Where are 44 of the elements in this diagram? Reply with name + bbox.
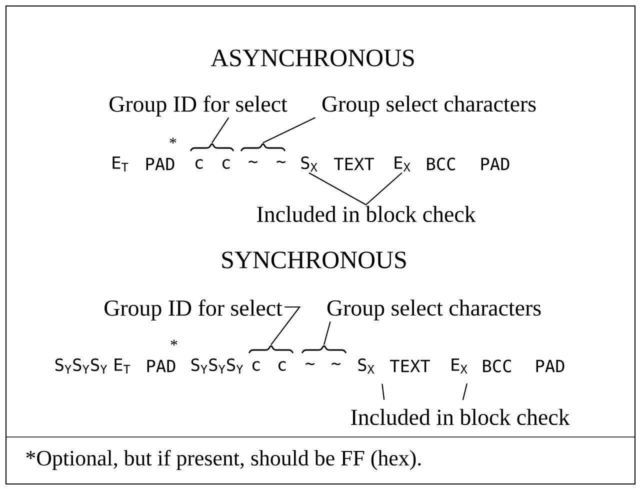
brace — [190, 144, 234, 152]
leader-line — [462, 383, 468, 400]
footnote: *Optional, but if present, should be FF (hex). — [26, 450, 421, 470]
control-character: S$_{X}$ — [358, 358, 374, 374]
section-heading: SYNCHRONOUS — [222, 252, 406, 268]
leader-line — [212, 117, 230, 144]
message-token: c — [196, 159, 203, 169]
message-token: c — [278, 361, 286, 371]
brace — [240, 143, 286, 152]
leader-line — [323, 321, 331, 345]
annotation-label: Group select characters — [327, 300, 541, 320]
asterisk-mark: * — [170, 138, 176, 144]
message-token: E$_{T}$ — [114, 358, 130, 374]
message-token: BCC — [427, 158, 455, 170]
annotation-label: Included in block check — [257, 206, 476, 222]
leader-line — [366, 172, 402, 206]
message-token: S$_{Y}$S$_{Y}$S$_{Y}$ — [55, 358, 108, 374]
message-token: ~ — [248, 160, 258, 164]
annotation-label: Group ID for select — [104, 299, 282, 320]
brace — [248, 345, 294, 354]
message-token: PAD — [481, 158, 510, 170]
message-token: c — [222, 159, 230, 169]
annotation-label: Included in block check — [351, 408, 570, 426]
message-token: BCC — [483, 360, 511, 372]
message-token: PAD — [536, 360, 564, 372]
message-token: ~ — [332, 362, 340, 366]
message-token: E$_{T}$ — [112, 156, 128, 172]
leader-line — [382, 384, 385, 400]
control-character: E$_{X}$ — [452, 358, 468, 374]
leader-line — [262, 117, 316, 144]
section-heading: ASYNCHRONOUS — [210, 50, 414, 66]
message-token: PAD — [146, 158, 174, 170]
annotation-label: Group ID for select — [110, 95, 288, 116]
asterisk-mark: * — [170, 340, 178, 346]
brace — [301, 345, 347, 354]
message-token: ~ — [306, 362, 314, 366]
control-character: S$_{X}$ — [301, 156, 318, 172]
leader-line — [308, 172, 366, 206]
message-token: PAD — [147, 360, 176, 372]
message-token: ~ — [276, 160, 286, 164]
leader-line — [270, 306, 301, 346]
message-token: c — [252, 361, 260, 371]
control-character: E$_{X}$ — [394, 156, 410, 172]
annotation-label: Group select characters — [322, 96, 536, 116]
